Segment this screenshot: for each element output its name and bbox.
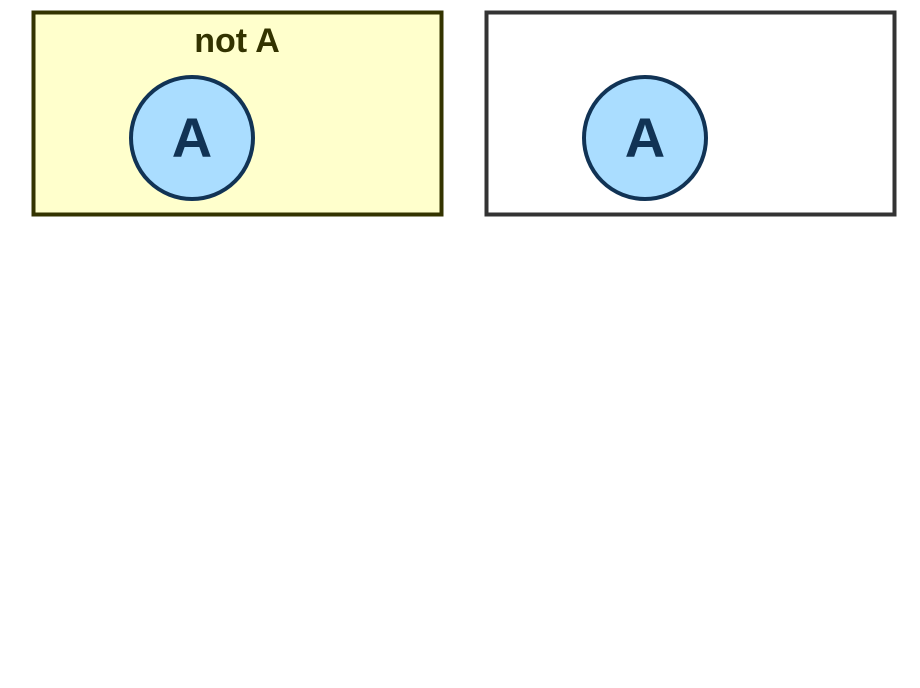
set-a-label-right: A	[625, 106, 665, 169]
set-panel: A	[484, 10, 897, 217]
panel-title-not-a: not A	[194, 22, 280, 60]
set-a-label-left: A	[172, 106, 212, 169]
set-a-circle-left	[129, 75, 255, 201]
complement-panel: not A A	[31, 10, 444, 217]
set-a-circle-right	[582, 75, 708, 201]
